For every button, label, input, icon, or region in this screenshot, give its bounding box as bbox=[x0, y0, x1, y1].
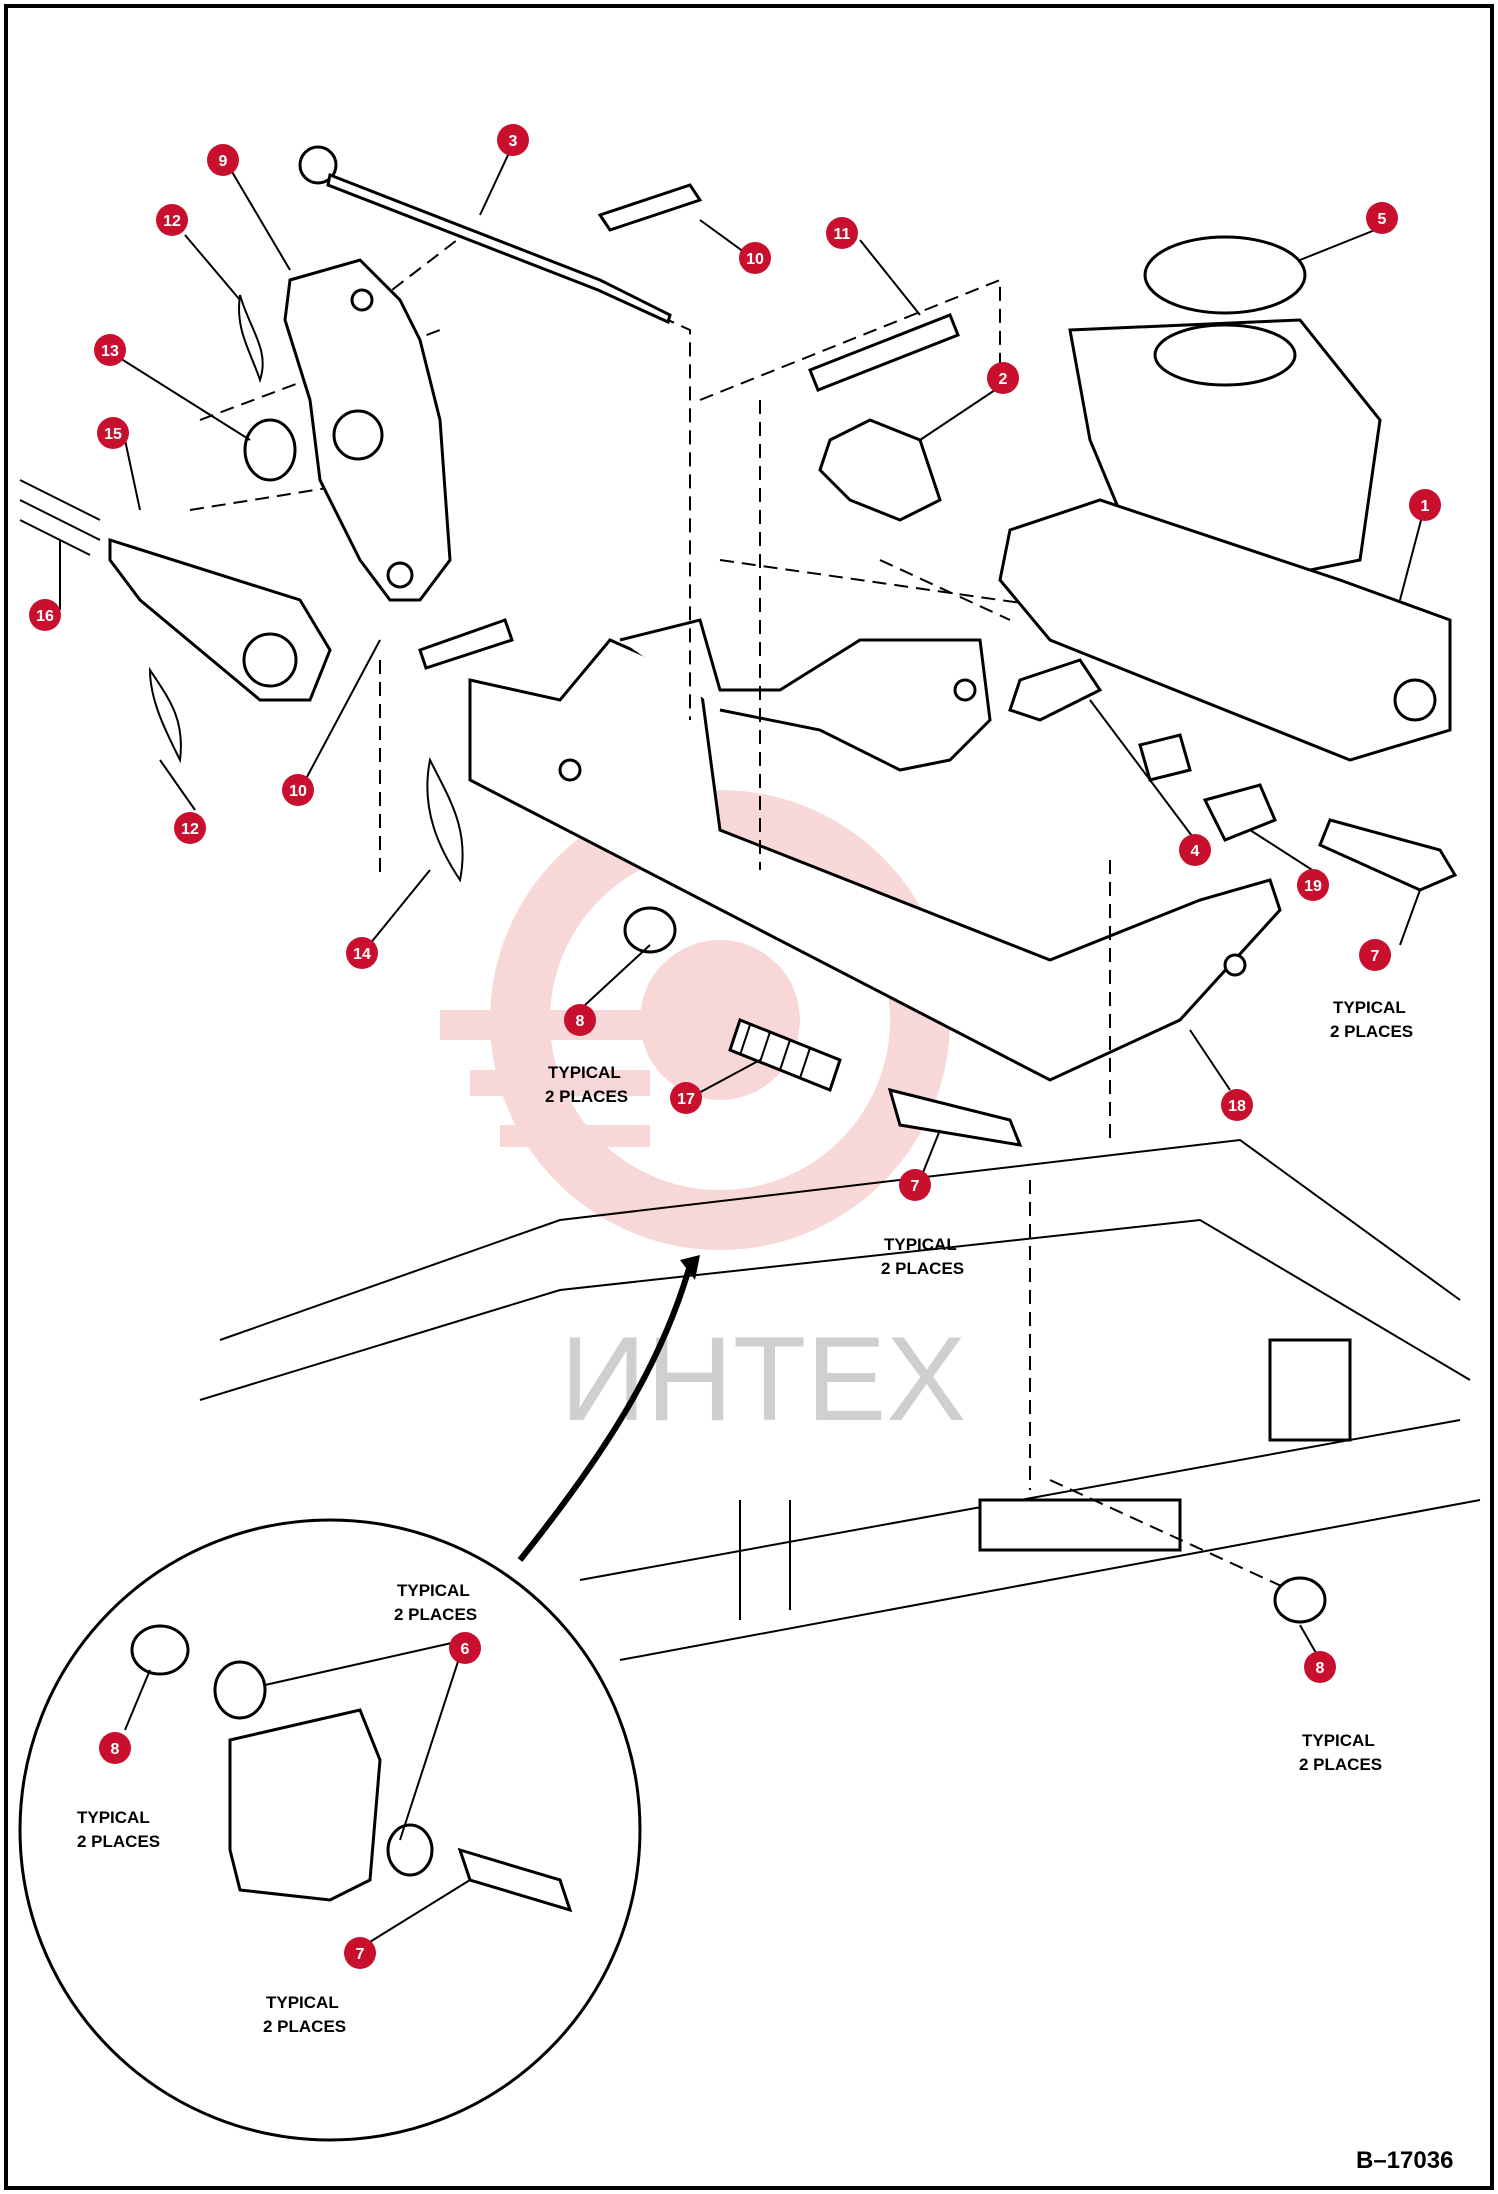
typical-note: TYPICAL 2 PLACES bbox=[545, 1063, 628, 1106]
actuator-rod bbox=[298, 145, 672, 325]
callout: 8 bbox=[99, 1732, 131, 1764]
callout: 12 bbox=[174, 812, 206, 844]
callout: 13 bbox=[94, 334, 126, 366]
svg-text:7: 7 bbox=[1371, 948, 1380, 965]
callout: 17 bbox=[670, 1082, 702, 1114]
callout: 6 bbox=[449, 1632, 481, 1664]
svg-text:TYPICAL: TYPICAL bbox=[397, 1581, 470, 1600]
callout: 18 bbox=[1221, 1089, 1253, 1121]
svg-text:2 PLACES: 2 PLACES bbox=[1299, 1755, 1382, 1774]
svg-text:TYPICAL: TYPICAL bbox=[77, 1808, 150, 1827]
detail-arrow-head bbox=[680, 1255, 700, 1280]
brake-light-switch bbox=[1008, 658, 1277, 842]
callout: 7 bbox=[899, 1169, 931, 1201]
svg-text:TYPICAL: TYPICAL bbox=[266, 1993, 339, 2012]
callout: 14 bbox=[346, 937, 378, 969]
callout: 15 bbox=[97, 417, 129, 449]
svg-text:2 PLACES: 2 PLACES bbox=[77, 1832, 160, 1851]
svg-text:10: 10 bbox=[746, 251, 764, 268]
svg-text:1: 1 bbox=[1421, 498, 1430, 515]
watermark-text: ИНТЕХ bbox=[560, 1312, 966, 1446]
callout: 11 bbox=[826, 217, 858, 249]
svg-text:TYPICAL: TYPICAL bbox=[548, 1063, 621, 1082]
svg-text:7: 7 bbox=[356, 1946, 365, 1963]
svg-text:2: 2 bbox=[999, 371, 1008, 388]
typical-note: TYPICAL 2 PLACES bbox=[1330, 998, 1413, 1041]
detail-arrow bbox=[517, 1264, 693, 1562]
callout: 4 bbox=[1179, 834, 1211, 866]
return-spring bbox=[728, 1018, 842, 1092]
svg-text:TYPICAL: TYPICAL bbox=[1302, 1731, 1375, 1750]
svg-text:2 PLACES: 2 PLACES bbox=[881, 1259, 964, 1278]
svg-text:TYPICAL: TYPICAL bbox=[1333, 998, 1406, 1017]
mounting-bracket bbox=[468, 618, 1282, 1082]
svg-text:8: 8 bbox=[111, 1741, 120, 1758]
typical-note: TYPICAL 2 PLACES bbox=[77, 1808, 160, 1851]
callout: 19 bbox=[1297, 869, 1329, 901]
callout: 7 bbox=[344, 1937, 376, 1969]
svg-text:7: 7 bbox=[911, 1178, 920, 1195]
svg-text:8: 8 bbox=[576, 1013, 585, 1030]
boot bbox=[818, 418, 942, 522]
callout: 8 bbox=[1304, 1651, 1336, 1683]
pedal-shaft bbox=[19, 418, 332, 702]
fasteners bbox=[623, 818, 1458, 1624]
callout: 1 bbox=[1409, 489, 1441, 521]
svg-text:11: 11 bbox=[834, 226, 851, 243]
svg-text:17: 17 bbox=[677, 1091, 695, 1108]
detail-view bbox=[18, 1518, 642, 2142]
callout: 10 bbox=[739, 242, 771, 274]
svg-text:16: 16 bbox=[36, 608, 54, 625]
svg-text:TYPICAL: TYPICAL bbox=[884, 1235, 957, 1254]
svg-text:13: 13 bbox=[101, 343, 119, 360]
svg-text:2 PLACES: 2 PLACES bbox=[394, 1605, 477, 1624]
retaining-clips bbox=[148, 294, 464, 883]
svg-text:19: 19 bbox=[1304, 878, 1322, 895]
svg-text:5: 5 bbox=[1378, 211, 1387, 228]
svg-text:10: 10 bbox=[289, 783, 307, 800]
callout: 5 bbox=[1366, 202, 1398, 234]
pins bbox=[418, 183, 960, 670]
pedal-arm bbox=[283, 258, 452, 602]
drawing-border bbox=[4, 4, 1494, 2190]
svg-text:9: 9 bbox=[219, 153, 228, 170]
svg-text:12: 12 bbox=[163, 213, 181, 230]
svg-text:2 PLACES: 2 PLACES bbox=[1330, 1022, 1413, 1041]
svg-text:2 PLACES: 2 PLACES bbox=[263, 2017, 346, 2036]
svg-text:8: 8 bbox=[1316, 1660, 1325, 1677]
svg-text:6: 6 bbox=[461, 1641, 470, 1658]
callout: 16 bbox=[29, 599, 61, 631]
typical-note: TYPICAL 2 PLACES bbox=[1299, 1731, 1382, 1774]
typical-note: TYPICAL 2 PLACES bbox=[263, 1993, 346, 2036]
callout: 10 bbox=[282, 774, 314, 806]
callout: 3 bbox=[497, 124, 529, 156]
callout: 12 bbox=[156, 204, 188, 236]
callout: 2 bbox=[987, 362, 1019, 394]
svg-text:2 PLACES: 2 PLACES bbox=[545, 1087, 628, 1106]
typical-note: TYPICAL 2 PLACES bbox=[881, 1235, 964, 1278]
callout: 9 bbox=[207, 144, 239, 176]
callout: 7 bbox=[1359, 939, 1391, 971]
callout: 8 bbox=[564, 1004, 596, 1036]
typical-note: TYPICAL 2 PLACES bbox=[394, 1581, 477, 1624]
svg-text:4: 4 bbox=[1191, 843, 1200, 860]
svg-text:3: 3 bbox=[509, 133, 518, 150]
svg-text:14: 14 bbox=[353, 946, 371, 963]
svg-text:18: 18 bbox=[1228, 1098, 1246, 1115]
svg-text:15: 15 bbox=[104, 426, 122, 443]
svg-text:12: 12 bbox=[181, 821, 199, 838]
figure-id: B–17036 bbox=[1356, 2147, 1453, 2174]
master-cylinder bbox=[998, 235, 1452, 762]
leader-lines bbox=[59, 139, 1426, 1946]
